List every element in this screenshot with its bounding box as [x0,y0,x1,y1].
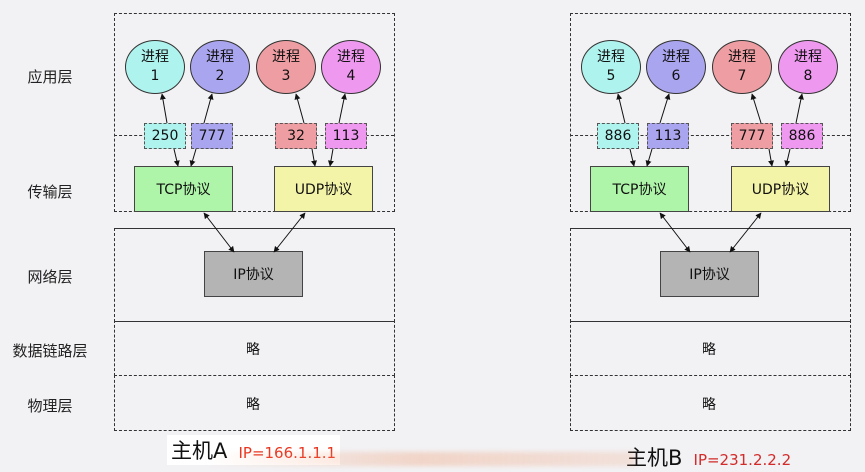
process-5[interactable]: 进程 5 [581,40,641,94]
layer-label-application: 应用层 [27,68,73,86]
port-box[interactable]: 32 [275,123,317,149]
process-title: 进程 [597,49,625,65]
process-title: 进程 [794,49,822,65]
process-8[interactable]: 进程 8 [778,40,838,94]
host-b-frame [570,13,851,212]
process-number: 8 [803,68,813,84]
layer-label-physical: 物理层 [27,397,73,415]
process-title: 进程 [272,49,300,65]
port-box[interactable]: 113 [325,123,367,149]
host-a-name: 主机A [171,439,228,463]
host-a-physical-frame [114,375,395,431]
port-box[interactable]: 777 [731,123,773,149]
physical-omitted: 略 [246,397,260,413]
udp-protocol-box[interactable]: UDP协议 [274,166,373,212]
process-number: 5 [606,68,616,84]
host-a-datalink-frame [114,320,395,376]
host-a-socket-divider [114,135,394,136]
host-b-socket-divider [570,135,850,136]
process-number: 4 [346,68,356,84]
ip-protocol-box[interactable]: IP协议 [660,251,759,297]
process-title: 进程 [662,49,690,65]
host-a-ip: IP=166.1.1.1 [238,444,336,462]
tcp-protocol-box[interactable]: TCP协议 [590,166,689,212]
layer-label-network: 网络层 [27,268,73,286]
process-number: 1 [150,68,160,84]
udp-protocol-box[interactable]: UDP协议 [731,166,830,212]
port-box[interactable]: 250 [144,123,186,149]
host-a-network-frame [114,228,395,322]
port-box[interactable]: 886 [781,123,823,149]
physical-omitted: 略 [702,397,716,413]
host-a-caption: 主机A IP=166.1.1.1 [167,435,341,465]
process-number: 7 [737,68,747,84]
port-box[interactable]: 113 [647,123,689,149]
port-box[interactable]: 777 [191,123,233,149]
watermark-blur [205,452,635,466]
process-title: 进程 [141,49,169,65]
host-a-frame [114,13,395,212]
process-number: 6 [671,68,681,84]
process-number: 3 [281,68,291,84]
host-b-datalink-frame [570,320,851,376]
datalink-omitted: 略 [246,342,260,358]
host-b-caption: 主机B IP=231.2.2.2 [622,442,795,472]
host-b-physical-frame [570,375,851,431]
layer-label-datalink: 数据链路层 [12,342,88,360]
host-b-ip: IP=231.2.2.2 [693,451,792,469]
process-1[interactable]: 进程 1 [125,40,185,94]
process-7[interactable]: 进程 7 [712,40,772,94]
process-2[interactable]: 进程 2 [190,40,250,94]
datalink-omitted: 略 [702,342,716,358]
process-3[interactable]: 进程 3 [256,40,316,94]
process-title: 进程 [206,49,234,65]
host-b-name: 主机B [626,446,683,470]
port-box[interactable]: 886 [597,123,639,149]
process-number: 2 [215,68,225,84]
process-4[interactable]: 进程 4 [321,40,381,94]
ip-protocol-box[interactable]: IP协议 [204,251,303,297]
tcp-protocol-box[interactable]: TCP协议 [134,166,233,212]
process-title: 进程 [337,49,365,65]
process-title: 进程 [728,49,756,65]
host-b-network-frame [570,228,851,322]
layer-label-transport: 传输层 [27,183,73,201]
process-6[interactable]: 进程 6 [646,40,706,94]
